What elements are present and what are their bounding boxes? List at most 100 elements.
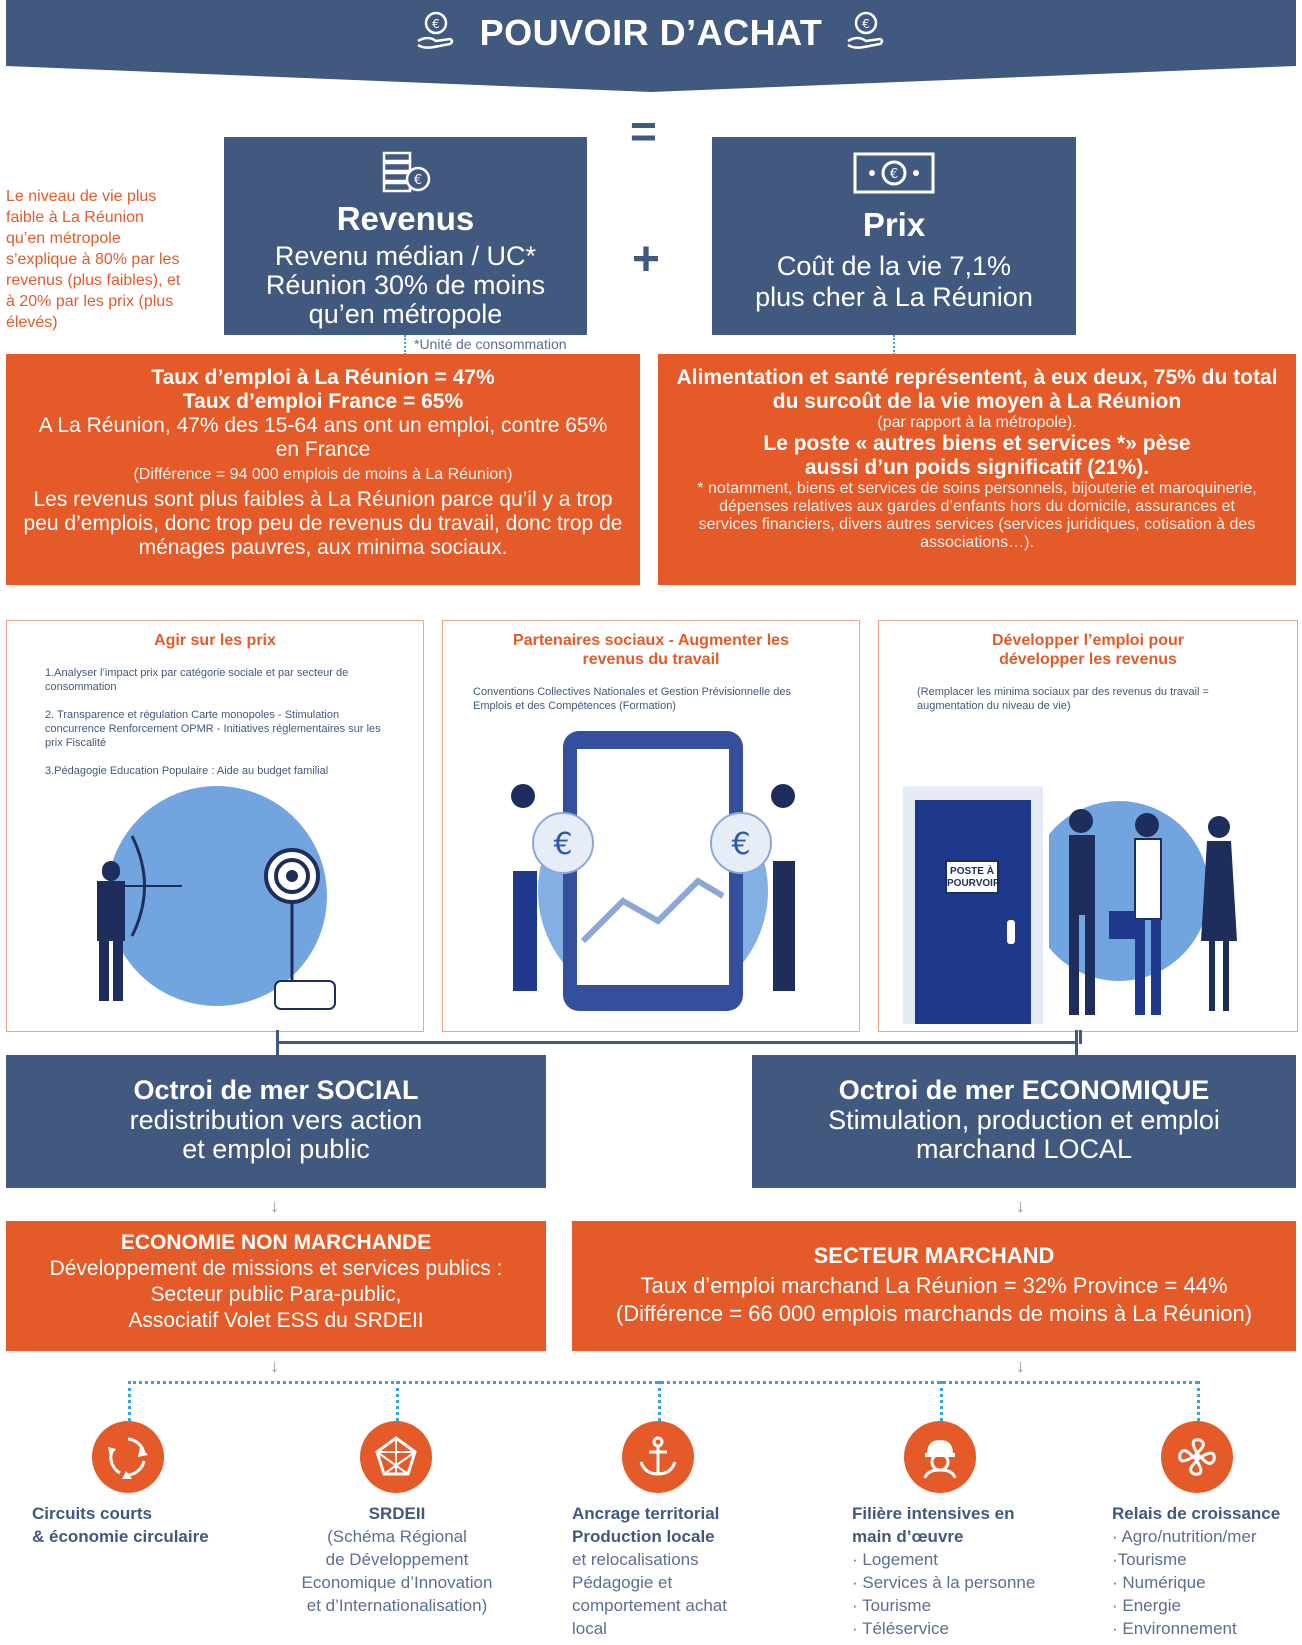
bottom-line: (Schéma Régional [327,1527,467,1546]
panel-title: Développer l’emploi pour développer les … [991,632,1185,668]
recycle-icon [92,1421,164,1493]
bottom-line: · Tourisme [852,1596,932,1615]
equals-sign: = [630,105,657,157]
bottom-line: · Agro/nutrition/mer [1112,1527,1257,1546]
panel-partenaires-sociaux: Partenaires sociaux - Augmenter les reve… [442,620,860,1032]
non-marchand-box: ECONOMIE NON MARCHANDE Développement de … [6,1221,546,1351]
banner-chevron [6,66,1296,92]
connector-line [276,1041,279,1055]
network-icon [360,1421,432,1493]
fan-icon [1161,1421,1233,1493]
page-title: POUVOIR D’ACHAT [479,12,823,53]
svg-text:€: € [413,173,421,188]
plus-sign: + [632,233,661,286]
emploi-taux-reunion: Taux d’emploi à La Réunion = 47% [151,366,495,389]
money-hand-icon: € [414,9,458,58]
bottom-title: Filière intensives en [852,1504,1015,1523]
octroi-eco-line-2: marchand LOCAL [915,1134,1133,1164]
bottom-title: Ancrage territorial [572,1504,720,1523]
connector-dotted [404,335,406,355]
surcout-reference: (par rapport à la métropole). [877,414,1077,431]
octroi-eco-title: Octroi de mer ECONOMIQUE [838,1075,1210,1105]
bottom-title: & économie circulaire [32,1527,209,1546]
revenus-line-2: Réunion 30% de moins [265,270,546,300]
anchor-icon [622,1421,694,1493]
bottom-line: et relocalisations [572,1550,699,1569]
bottom-line: · Energie [1112,1596,1181,1615]
octroi-eco-line-1: Stimulation, production et emploi [828,1105,1220,1135]
panel-developper-emploi: Développer l’emploi pour développer les … [878,620,1298,1032]
surcout-alimentation: Alimentation et santé représentent, à eu… [676,366,1278,413]
connector-line [1075,1030,1078,1055]
distribution-tick [658,1381,661,1421]
prix-line-1: Coût de la vie 7,1% [776,251,1012,281]
svg-text:€: € [731,827,750,862]
door: POSTE À POURVOIR [915,800,1031,1024]
banknotes-coin-icon: € [224,147,587,200]
connector-line [276,1041,1076,1044]
bottom-item-filiere: Filière intensives en main d’œuvre · Log… [852,1502,1072,1640]
panel-title: Agir sur les prix [154,632,276,649]
money-hand-icon: € [844,9,888,58]
bottom-line: Economique d’Innovation [301,1573,493,1592]
panel-title: Partenaires sociaux - Augmenter les reve… [513,632,789,668]
bottom-item-srdeii: SRDEII (Schéma Régional de Développement… [284,1502,510,1617]
svg-text:€: € [432,17,440,31]
distribution-tick [1197,1381,1200,1421]
panel-line: 3.Pédagogie Education Populaire : Aide a… [45,765,329,777]
distribution-tick [396,1381,399,1421]
non-marchand-line-3: Associatif Volet ESS du SRDEII [128,1309,424,1332]
emploi-taux-france: Taux d’emploi France = 65% [182,390,464,413]
bottom-line: · Numérique [1112,1573,1206,1592]
marchand-box: SECTEUR MARCHAND Taux d’emploi marchand … [572,1221,1296,1351]
revenus-title: Revenus [336,200,475,237]
bottom-line: Pédagogie et [572,1573,673,1592]
octroi-social-line-1: redistribution vers action [129,1105,423,1135]
distribution-line [128,1381,1198,1384]
door-frame: POSTE À POURVOIR [903,786,1043,1024]
prix-box: € Prix Coût de la vie 7,1% plus cher à L… [712,137,1076,335]
down-arrow-icon: ↓ [270,1356,279,1376]
bottom-line: · Services à la personne [852,1573,1036,1592]
prix-line-2: plus cher à La Réunion [755,282,1033,312]
revenus-line-3: qu’en métropole [308,299,503,329]
panel-agir-prix: Agir sur les prix 1.Analyser l’impact pr… [6,620,424,1032]
revenus-line-1: Revenu médian / UC* [274,241,537,271]
side-note: Le niveau de vie plus faible à La Réunio… [6,188,181,331]
surcout-footnote: * notamment, biens et services de soins … [697,480,1257,551]
panel-line: Conventions Collectives Nationales et Ge… [473,686,791,712]
octroi-economique-box: Octroi de mer ECONOMIQUE Stimulation, pr… [752,1055,1296,1188]
down-arrow-icon: ↓ [1016,1196,1025,1216]
bottom-line: local [572,1619,607,1638]
non-marchand-line-2: Secteur public Para-public, [150,1283,402,1306]
non-marchand-line-1: Développement de missions et services pu… [49,1257,503,1280]
bottom-item-ancrage: Ancrage territorial Production locale et… [572,1502,792,1640]
svg-text:€: € [553,827,572,862]
door-handle [1007,920,1015,944]
worker-icon [904,1421,976,1493]
bottom-title: main d’œuvre [852,1527,964,1546]
connector-bracket [276,1030,1082,1044]
panel-line: (Remplacer les minima sociaux par des re… [917,686,1209,712]
bottom-title: Production locale [572,1527,715,1546]
bottom-title: SRDEII [368,1504,426,1523]
surcout-autres-biens: Le poste « autres biens et services *» p… [763,432,1191,479]
panel-line: 2. Transparence et régulation Carte mono… [45,709,381,749]
non-marchand-title: ECONOMIE NON MARCHANDE [120,1231,432,1254]
bottom-title: Relais de croissance [1112,1504,1281,1523]
emploi-difference: (Différence = 94 000 emplois de moins à … [133,466,513,483]
bottom-line: · Logement [852,1550,938,1569]
bottom-item-relais: Relais de croissance · Agro/nutrition/me… [1112,1502,1298,1640]
emploi-explication: Les revenus sont plus faibles à La Réuni… [23,488,623,559]
prix-title: Prix [862,206,926,243]
bottom-line: ·Tourisme [1112,1550,1187,1569]
down-arrow-icon: ↓ [1016,1356,1025,1376]
bottom-title: Circuits courts [32,1504,152,1523]
surcout-box: Alimentation et santé représentent, à eu… [658,354,1296,585]
door-sign: POSTE À POURVOIR [945,860,1000,894]
marchand-title: SECTEUR MARCHAND [813,1243,1055,1268]
octroi-social-line-2: et emploi public [182,1134,370,1164]
bottom-line: · Téléservice [852,1619,949,1638]
distribution-tick [940,1381,943,1421]
archer-target-illustration [97,786,336,1010]
